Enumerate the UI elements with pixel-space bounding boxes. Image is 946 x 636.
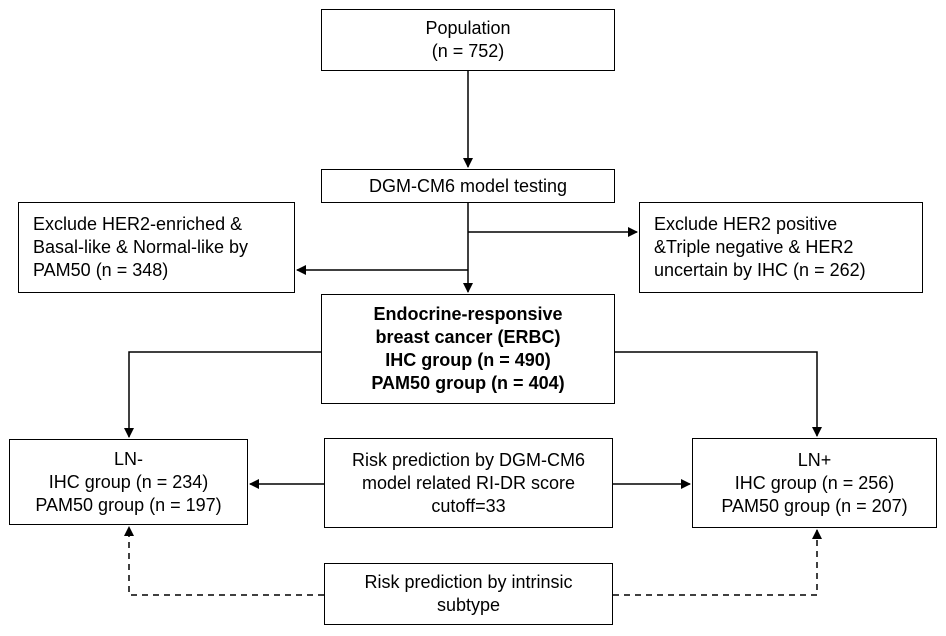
erbc-line-2: breast cancer (ERBC) — [375, 327, 561, 347]
risk-dgm-line-2: model related RI-DR score — [361, 472, 576, 493]
model-testing-label: DGM-CM6 model testing — [368, 175, 568, 196]
exclude-ihc-box: Exclude HER2 positive &Triple negative &… — [639, 202, 923, 293]
erbc-line-1: Endocrine-responsive — [373, 304, 563, 324]
erbc-box: Endocrine-responsive breast cancer (ERBC… — [321, 294, 615, 404]
model-testing-box: DGM-CM6 model testing — [321, 169, 615, 203]
exclude-pam50-line-3: PAM50 (n = 348) — [33, 260, 169, 280]
exclude-pam50-line-2: Basal-like & Normal-like by — [33, 237, 249, 257]
ln-positive-box: LN+ IHC group (n = 256) PAM50 group (n =… — [692, 438, 937, 528]
exclude-pam50-line-1: Exclude HER2-enriched & — [33, 214, 243, 234]
exclude-ihc-line-2: &Triple negative & HER2 — [654, 237, 854, 257]
population-line-1: Population — [425, 18, 511, 38]
risk-dgm-line-1: Risk prediction by DGM-CM6 — [351, 449, 586, 470]
arrow-erbc-to-ln-negative — [124, 351, 321, 438]
erbc-line-3: IHC group (n = 490) — [385, 350, 551, 370]
arrow-risk-intrinsic-to-ln-negative — [124, 526, 324, 596]
exclude-ihc-line-3: uncertain by IHC (n = 262) — [654, 260, 866, 280]
risk-intrinsic-line-2: subtype — [436, 595, 501, 615]
ln-negative-line-1: LN- — [113, 448, 143, 469]
risk-dgm-line-3: cutoff=33 — [431, 495, 506, 516]
risk-dgm-box: Risk prediction by DGM-CM6 model related… — [324, 438, 613, 528]
arrow-risk-intrinsic-to-ln-positive — [613, 529, 822, 596]
exclude-ihc-line-1: Exclude HER2 positive — [654, 214, 838, 234]
ln-positive-line-1: LN+ — [797, 449, 832, 470]
ln-positive-line-3: PAM50 group (n = 207) — [721, 495, 908, 516]
ln-negative-box: LN- IHC group (n = 234) PAM50 group (n =… — [9, 439, 248, 525]
exclude-pam50-box: Exclude HER2-enriched & Basal-like & Nor… — [18, 202, 295, 293]
risk-intrinsic-box: Risk prediction by intrinsic subtype — [324, 563, 613, 625]
arrow-erbc-to-ln-positive — [615, 351, 822, 437]
ln-negative-line-3: PAM50 group (n = 197) — [35, 494, 222, 515]
ln-negative-line-2: IHC group (n = 234) — [48, 471, 209, 492]
population-line-2: (n = 752) — [431, 41, 505, 61]
erbc-line-4: PAM50 group (n = 404) — [371, 373, 565, 393]
population-box: Population (n = 752) — [321, 9, 615, 71]
risk-intrinsic-line-1: Risk prediction by intrinsic — [364, 572, 573, 592]
ln-positive-line-2: IHC group (n = 256) — [734, 472, 895, 493]
